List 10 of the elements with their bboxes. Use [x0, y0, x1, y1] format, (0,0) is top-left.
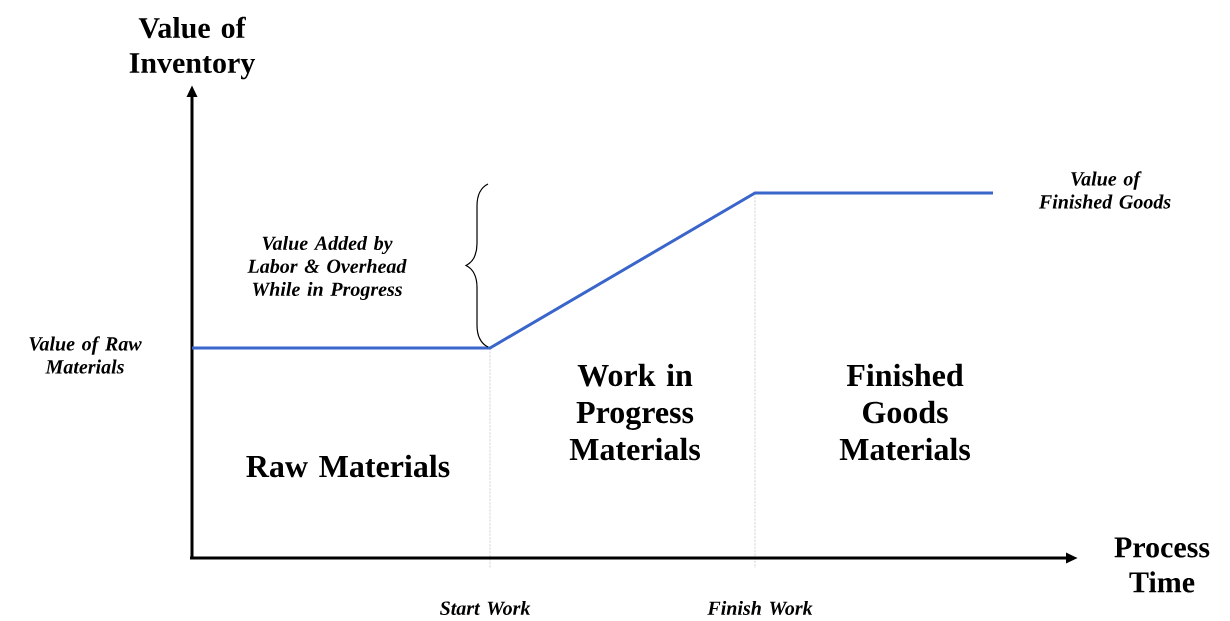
- region-label: Work in Progress Materials: [569, 363, 700, 461]
- tick-label: Start Work: [440, 600, 531, 616]
- axis-label: Process Time: [1114, 537, 1210, 593]
- region-label: Finished Goods Materials: [839, 363, 970, 461]
- annotation: Value of Finished Goods: [1038, 171, 1171, 209]
- region-label: Raw Materials: [246, 454, 450, 478]
- annotation: Value Added by Labor & Overhead While in Progress: [247, 235, 407, 301]
- axis-label: Value of Inventory: [129, 16, 256, 80]
- tick-label: Finish Work: [707, 600, 813, 616]
- annotation: Value of Raw Materials: [29, 336, 142, 374]
